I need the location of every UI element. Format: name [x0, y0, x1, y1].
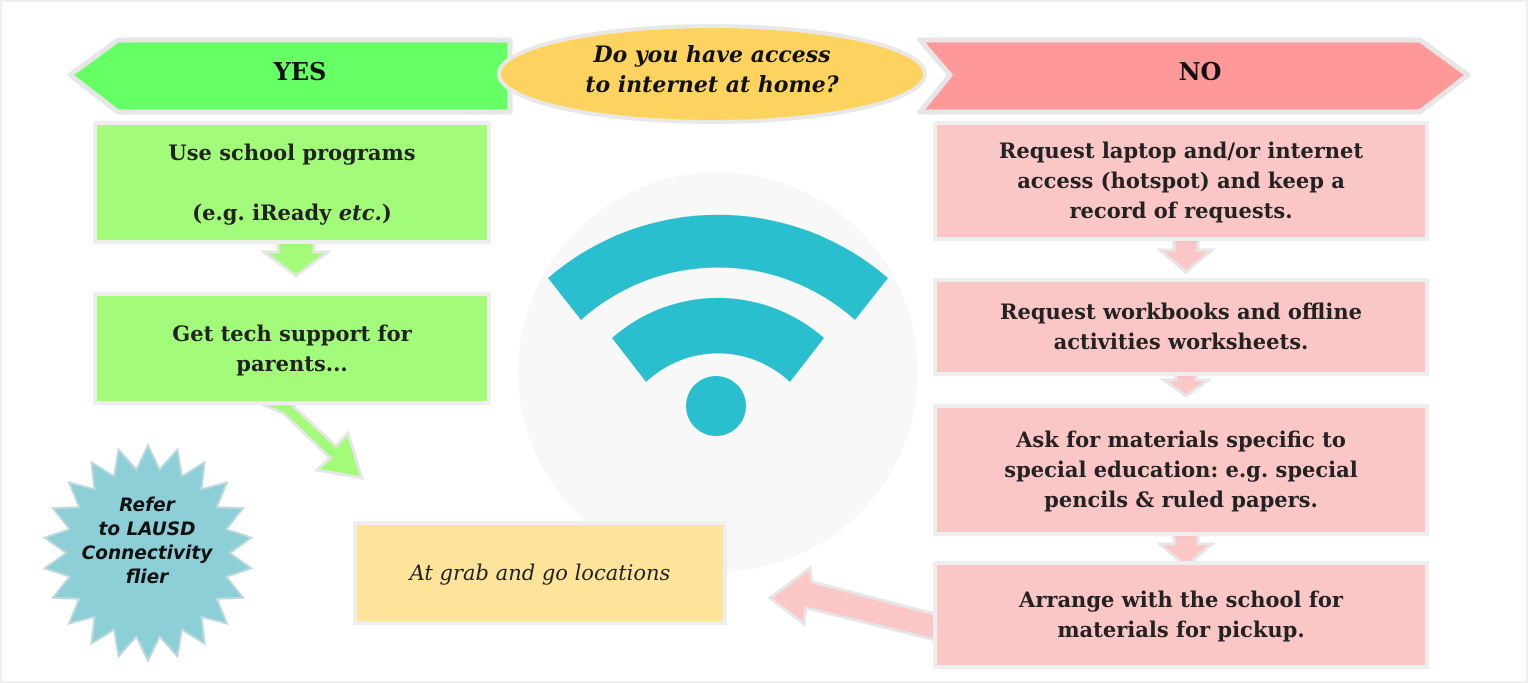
no-banner [917, 37, 1471, 115]
no-step-1-text: Request laptop and/or internet access (h… [998, 138, 1364, 223]
yes-step-1-line-2a: (e.g. iReady [192, 199, 339, 225]
refer-badge-star [42, 442, 254, 664]
yes-step-1-line-2: (e.g. iReady etc.) [168, 198, 415, 228]
no-step-arrange-pickup: Arrange with the school for materials fo… [937, 565, 1425, 665]
pickup-location-text: At grab and go locations [409, 561, 671, 585]
no-step-special-ed: Ask for materials specific to special ed… [937, 408, 1425, 532]
question-text: Do you have access to internet at home? [520, 40, 904, 100]
arrow-down-pink-3 [1155, 530, 1217, 568]
yes-step-1-line-1: Use school programs [168, 139, 416, 165]
pickup-location-box: At grab and go locations [357, 525, 723, 621]
refer-line-1: Refer [119, 495, 175, 516]
yes-step-1-line-2c: ) [381, 199, 392, 225]
refer-badge: Refer to LAUSD Connectivity flier [40, 494, 254, 590]
yes-step-tech-support: Get tech support for parents... [97, 296, 487, 401]
question-line-2: to internet at home? [585, 72, 839, 98]
refer-line-4: flier [125, 567, 169, 588]
yes-step-school-programs: Use school programs (e.g. iReady etc.) [97, 125, 487, 240]
no-step-workbooks: Request workbooks and offline activities… [937, 282, 1425, 372]
question-bubble [497, 24, 927, 124]
yes-step-1-line-2b: etc. [338, 199, 382, 225]
arrow-down-pink-1 [1155, 234, 1217, 274]
no-step-request-laptop: Request laptop and/or internet access (h… [937, 125, 1425, 237]
yes-label: YES [273, 57, 327, 86]
no-step-2-text: Request workbooks and offline activities… [1000, 299, 1362, 354]
arrow-diagonal-green [261, 402, 365, 480]
refer-line-3: Connectivity [81, 543, 213, 564]
arrow-down-pink-2 [1159, 370, 1213, 398]
arrow-down-green-1 [259, 238, 333, 278]
no-step-4-text: Arrange with the school for materials fo… [1019, 587, 1343, 642]
wifi-icon [548, 214, 888, 436]
refer-line-2: to LAUSD [98, 519, 196, 540]
no-label: NO [1178, 57, 1222, 86]
arrow-left-pink [767, 565, 937, 642]
yes-step-2-text: Get tech support for parents... [172, 320, 412, 376]
no-step-3-text: Ask for materials specific to special ed… [1004, 427, 1358, 512]
question-line-1: Do you have access [593, 42, 831, 68]
